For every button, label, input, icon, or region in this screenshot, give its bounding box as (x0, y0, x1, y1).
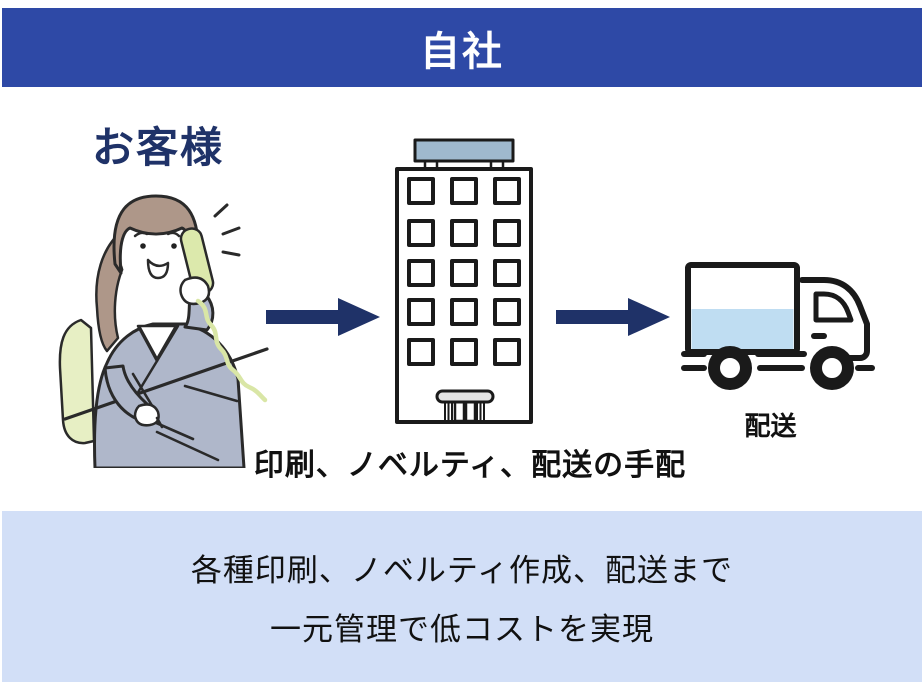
summary-line-1: 各種印刷、ノベルティ作成、配送まで (190, 552, 734, 588)
office-building-icon (395, 138, 533, 424)
summary-line-2: 一元管理で低コストを実現 (270, 611, 654, 647)
arrow-right-icon (556, 298, 670, 336)
company-banner: 自社 (2, 8, 922, 87)
arrow-right-icon (266, 298, 380, 336)
customer-label: お客様 (92, 124, 225, 171)
delivery-label: 配送 (744, 411, 797, 441)
building-caption: 印刷、ノベルティ、配送の手配 (253, 449, 687, 482)
summary-panel: 各種印刷、ノベルティ作成、配送まで 一元管理で低コストを実現 (2, 511, 922, 682)
company-banner-label: 自社 (420, 29, 504, 74)
delivery-truck-icon (681, 262, 875, 390)
woman-on-phone-illustration (58, 194, 269, 468)
